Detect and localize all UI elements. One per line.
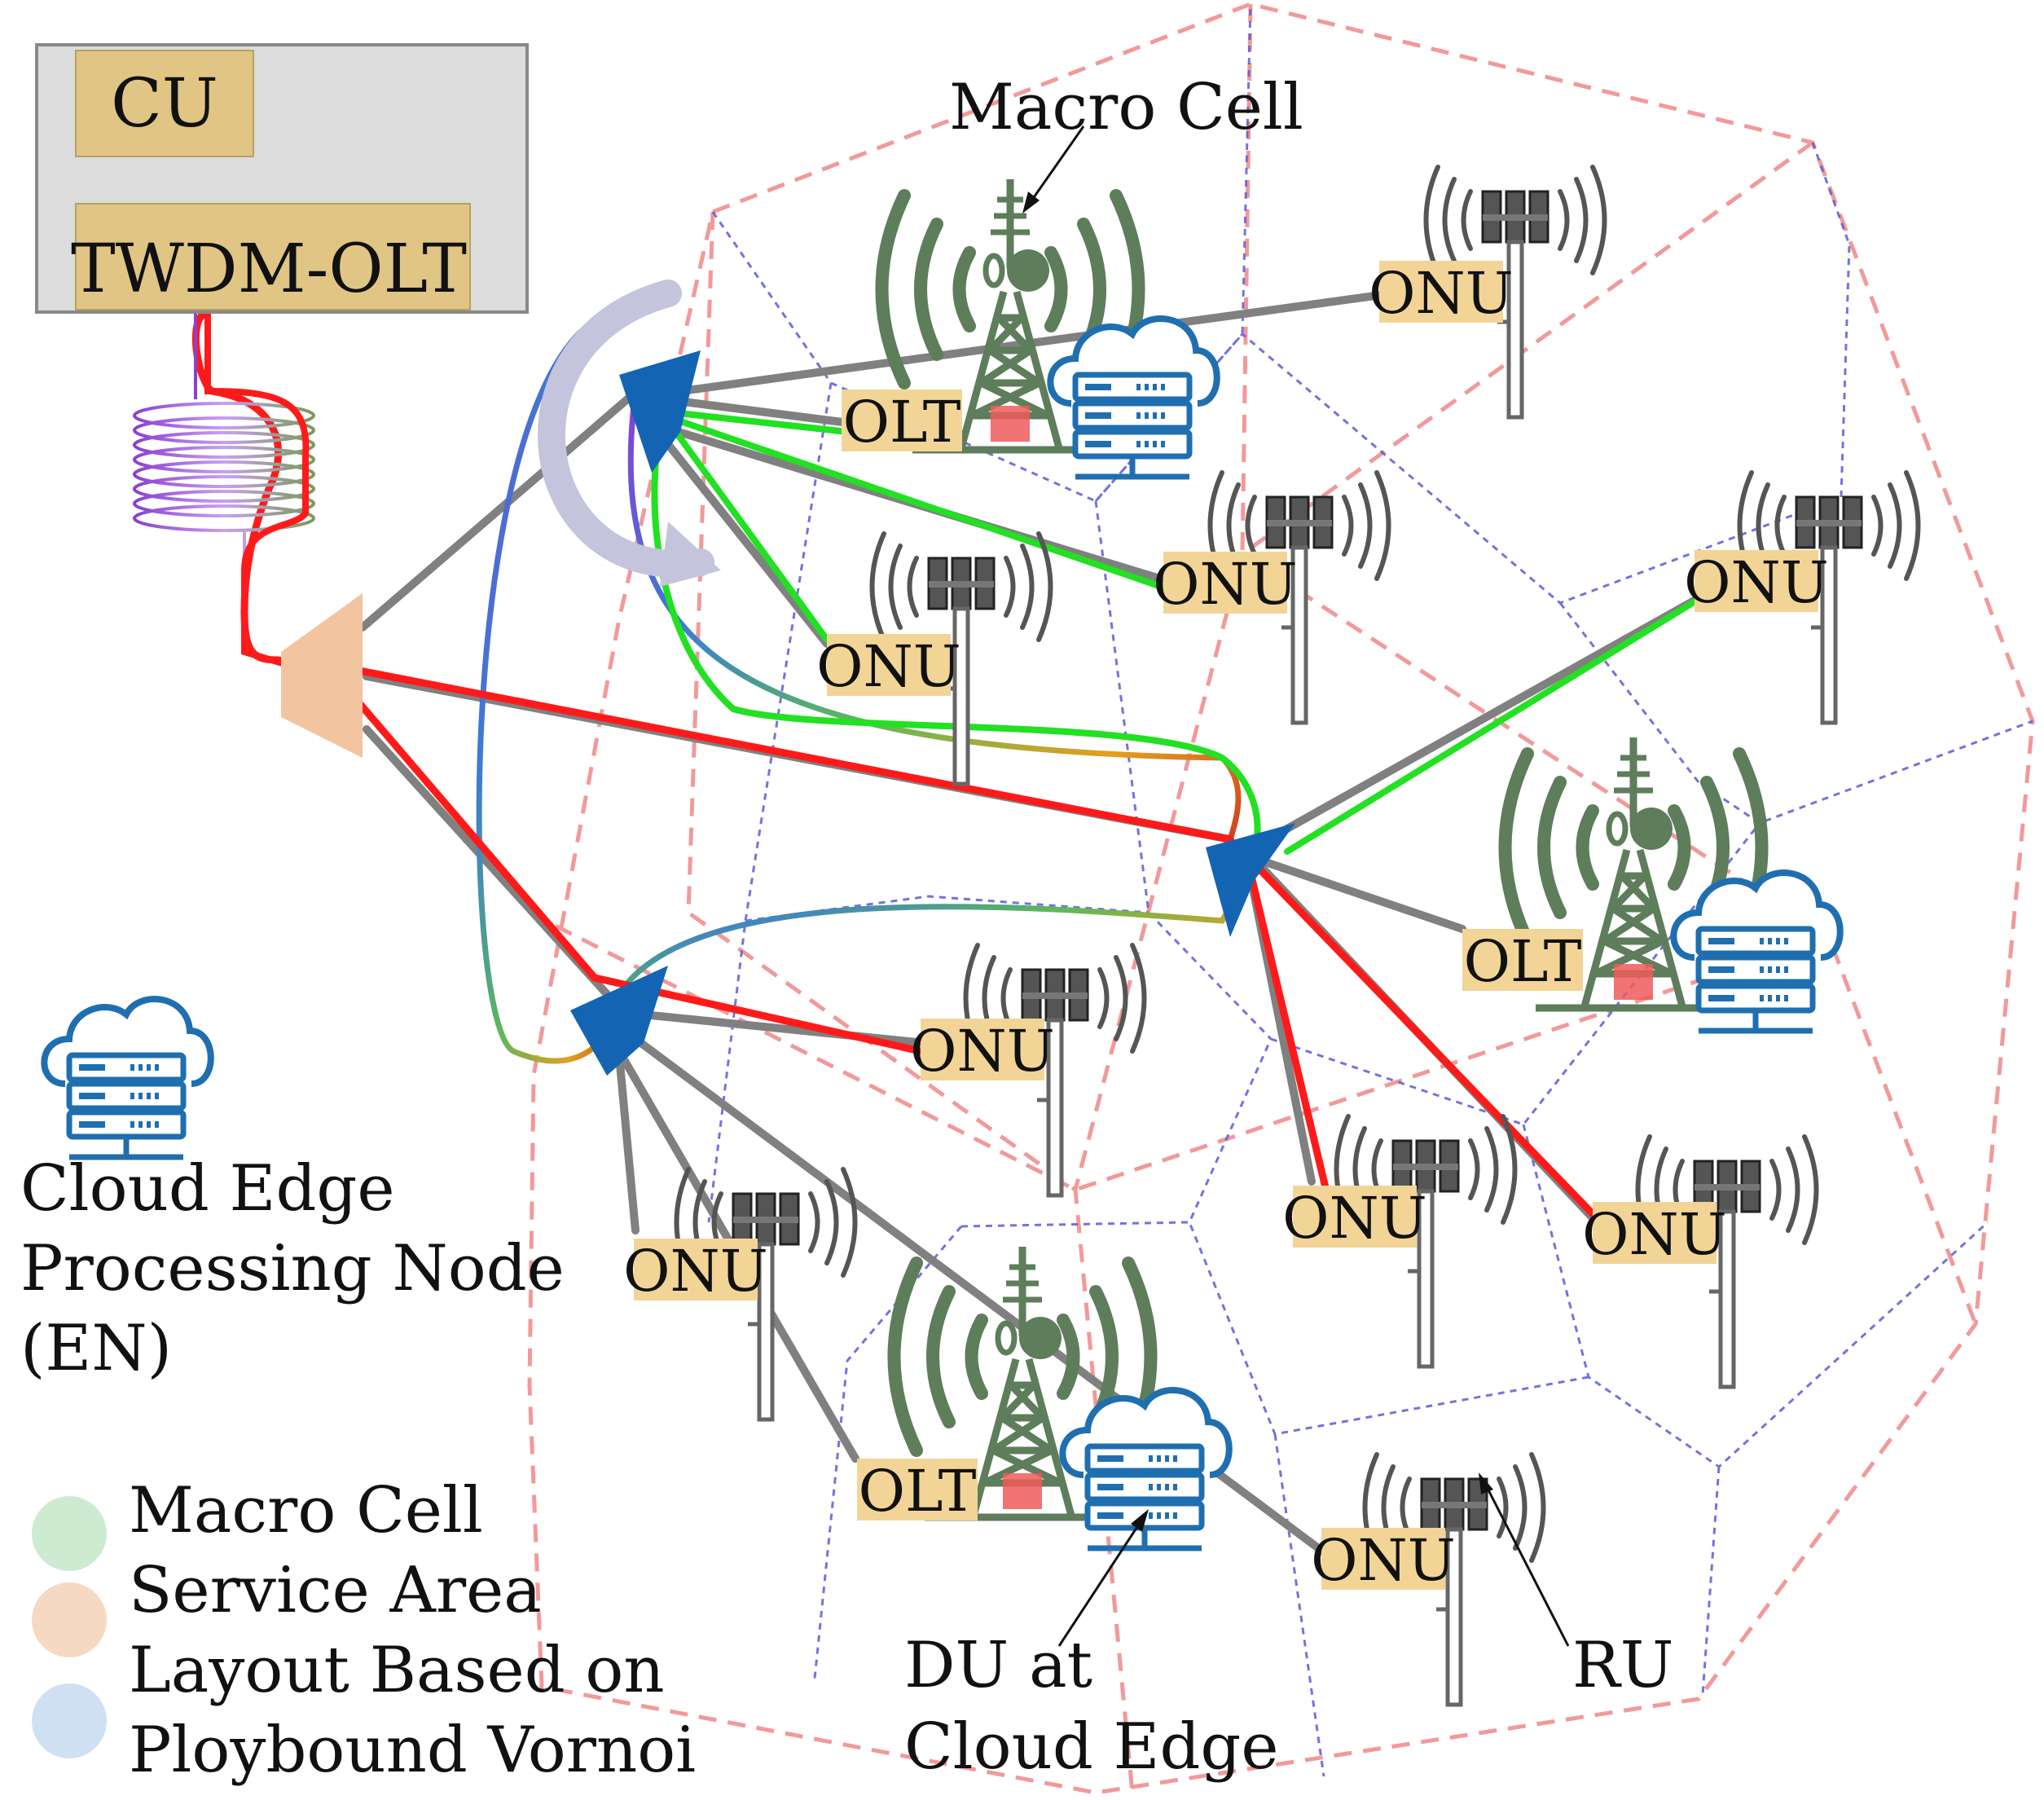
legend-swatch-green: [32, 1496, 107, 1571]
onu-tag-4: ONU: [1684, 549, 1829, 616]
svg-text:ONU: ONU: [1311, 1527, 1456, 1594]
ring-direction-arrow: [538, 279, 714, 578]
macro-cell-arrow: [1025, 125, 1085, 209]
onu-tag-7: ONU: [1582, 1201, 1727, 1268]
legend: Cloud Edge Processing Node (EN) Macro Ce…: [20, 1152, 696, 1787]
twdm-olt-box: [75, 203, 471, 310]
onu-tag-6: ONU: [1282, 1185, 1427, 1252]
cu-label: CU: [111, 65, 218, 143]
twdm-olt-label: TWDM-OLT: [71, 231, 467, 308]
cu-box: [75, 50, 254, 157]
svg-text:OLT: OLT: [1464, 928, 1582, 995]
onu-tag-8: ONU: [623, 1238, 768, 1305]
svg-text:ONU: ONU: [910, 1018, 1055, 1085]
du-arrow: [1057, 1515, 1146, 1647]
svg-text:ONU: ONU: [1153, 551, 1298, 618]
macro-cell-arrowhead: [1022, 191, 1040, 213]
svg-text:ONU: ONU: [1684, 549, 1829, 616]
red-feeder: [204, 314, 310, 667]
onu-tag-9: ONU: [1311, 1527, 1456, 1594]
legend-en-line2: Processing Node: [20, 1232, 565, 1305]
legend-area-line1: Macro Cell: [129, 1474, 483, 1547]
legend-area-line2: Service Area: [129, 1554, 542, 1627]
cloud-edge-south: [1062, 1390, 1229, 1548]
svg-text:ONU: ONU: [1369, 260, 1514, 327]
svg-text:ONU: ONU: [816, 633, 961, 700]
olt-tag-north: OLT: [842, 389, 962, 456]
legend-en-line1: Cloud Edge: [20, 1152, 395, 1226]
legend-area-line4: Ploybound Vornoi: [129, 1714, 696, 1787]
olt-tag-east: OLT: [1462, 928, 1583, 995]
ru-arrow: [1481, 1478, 1570, 1647]
green-active-path: [651, 408, 1722, 855]
svg-text:ONU: ONU: [1282, 1185, 1427, 1252]
cloud-edge-east: [1673, 873, 1840, 1031]
du-arrowhead: [1131, 1509, 1149, 1532]
ring-arrow-head: [660, 522, 721, 587]
fiber-coil: [133, 314, 315, 666]
svg-text:ONU: ONU: [623, 1238, 768, 1305]
onu-tag-3: ONU: [816, 633, 961, 700]
legend-swatch-blue: [32, 1683, 107, 1758]
legend-swatch-peach: [32, 1582, 107, 1657]
onu-tag-1: ONU: [1369, 260, 1514, 327]
svg-text:OLT: OLT: [843, 389, 961, 456]
legend-area-line3: Layout Based on: [129, 1634, 665, 1707]
blue-splitters: [570, 350, 1295, 1076]
legend-en-line3: (EN): [20, 1312, 172, 1385]
ru-callout: RU: [1572, 1629, 1673, 1702]
onu-tag-2: ONU: [1153, 551, 1298, 618]
macro-cell-callout: Macro Cell: [949, 71, 1303, 144]
svg-text:OLT: OLT: [859, 1458, 977, 1525]
olt-tag-south: OLT: [857, 1458, 978, 1525]
svg-text:ONU: ONU: [1582, 1201, 1727, 1268]
ru-arrowhead: [1479, 1472, 1493, 1494]
onu-tag-5: ONU: [910, 1018, 1055, 1085]
cloud-edge-north: [1050, 319, 1216, 477]
main-splitter: [281, 593, 363, 758]
cloud-edge-legend-icon: [44, 999, 210, 1157]
du-callout-line2: Cloud Edge: [904, 1710, 1279, 1784]
voronoi-inner-boundaries: [707, 3, 2033, 1777]
